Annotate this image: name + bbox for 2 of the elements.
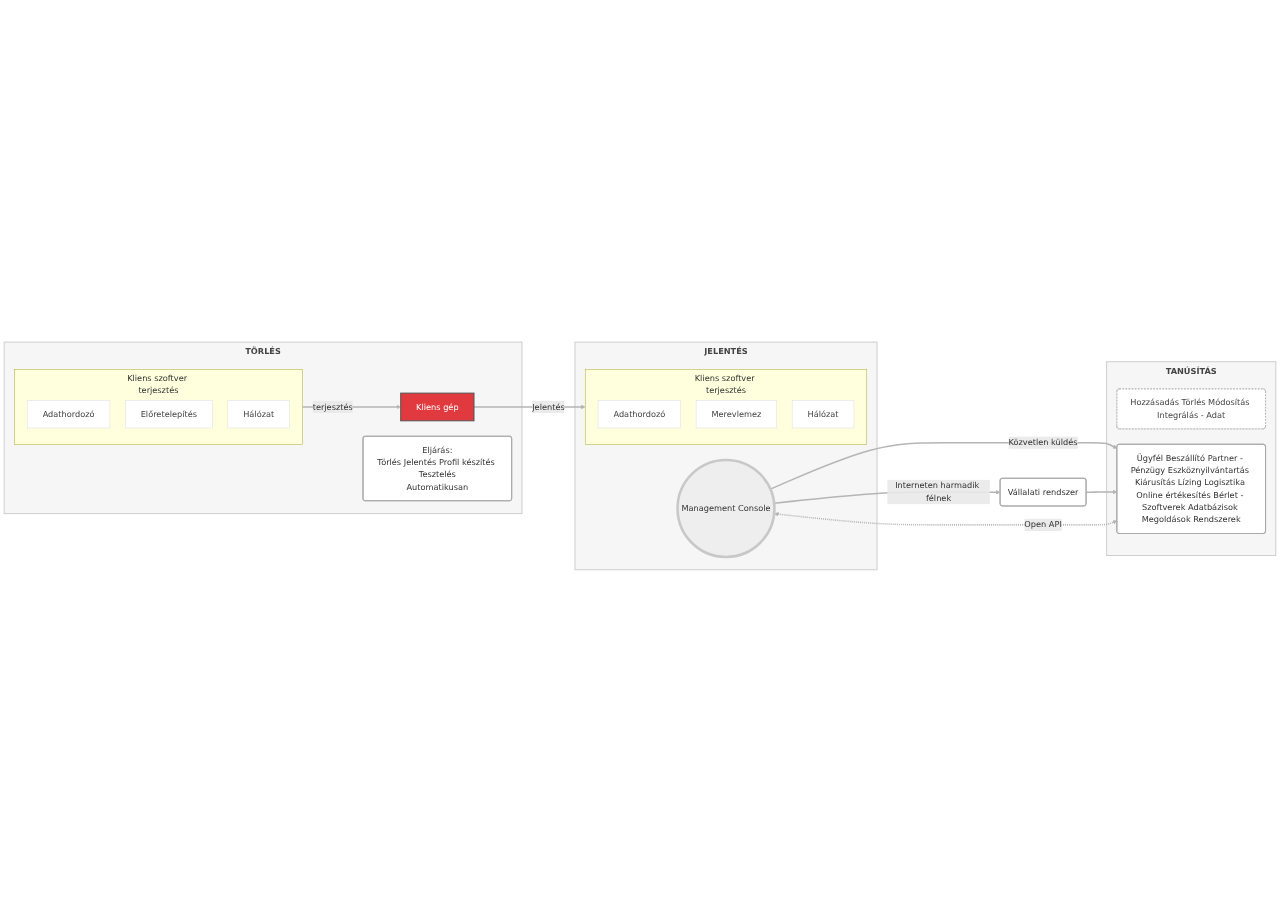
arrow	[1085, 489, 1118, 495]
arrow	[774, 512, 1118, 526]
